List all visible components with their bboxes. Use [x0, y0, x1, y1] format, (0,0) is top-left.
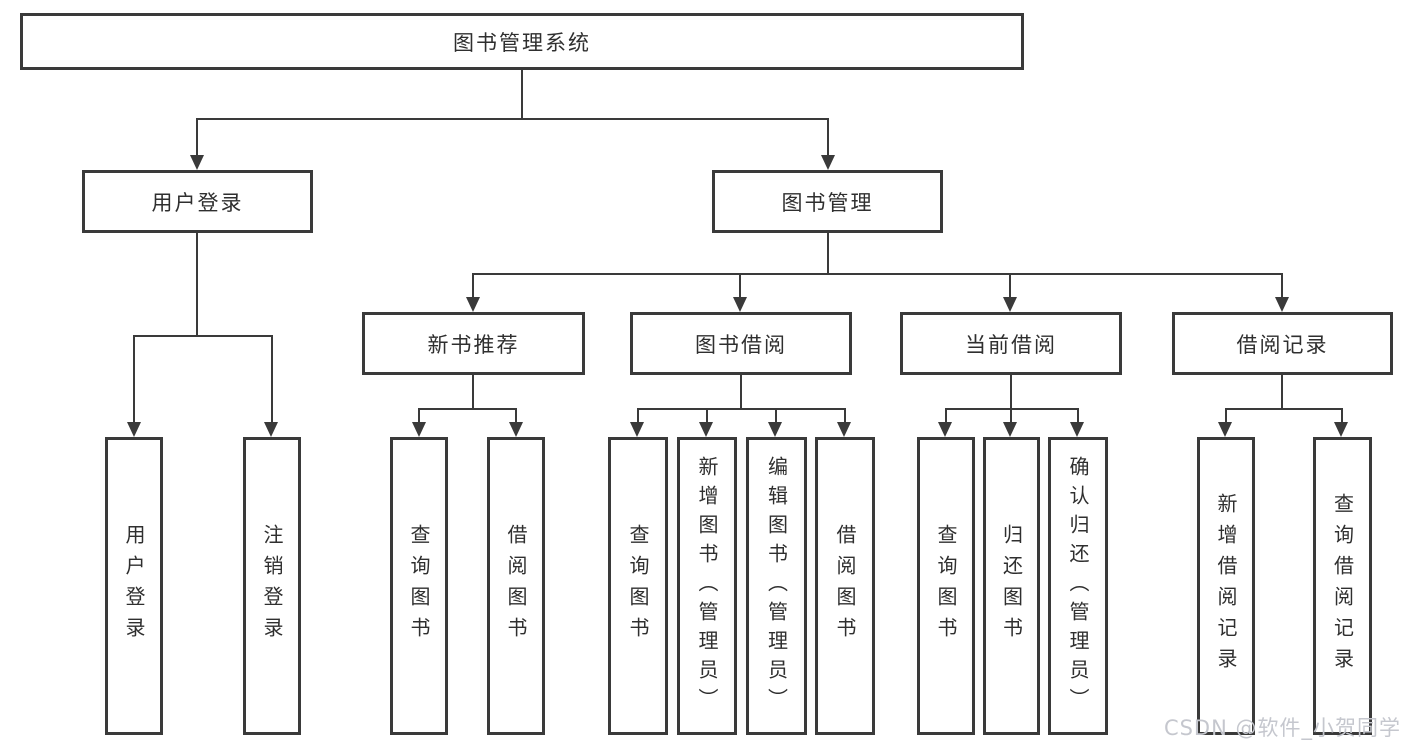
node-label: 图书管理系统	[453, 30, 591, 55]
connector-shaft-new-book	[472, 273, 474, 298]
connector-user-login-bus	[133, 335, 273, 337]
leaf-add-books-admin: 新增图书（管理员）	[677, 437, 737, 735]
connector-shaft-book-management	[827, 118, 829, 156]
node-user-login: 用户登录	[82, 170, 313, 233]
leaf-query-books-current: 查询图书	[917, 437, 975, 735]
connector-book-borrow-bus	[637, 408, 846, 410]
leaf-borrow-books: 借阅图书	[815, 437, 875, 735]
connector-book-management-stem	[827, 233, 829, 273]
connector-root-stem	[521, 70, 523, 118]
leaf-label: 新增图书（管理员）	[695, 455, 719, 717]
leaf-label: 借阅图书	[504, 524, 528, 648]
node-new-book-recommend: 新书推荐	[362, 312, 585, 375]
leaf-confirm-return-admin: 确认归还（管理员）	[1048, 437, 1108, 735]
connector-book-management-bus	[472, 273, 1282, 275]
leaf-label: 新增借阅记录	[1214, 493, 1238, 679]
node-current-borrow: 当前借阅	[900, 312, 1122, 375]
arrowhead	[768, 422, 782, 437]
connector-shaft	[515, 408, 517, 423]
connector-shaft	[1077, 408, 1079, 423]
node-label: 用户登录	[151, 190, 244, 215]
arrowhead	[1070, 422, 1084, 437]
arrowhead	[699, 422, 713, 437]
leaf-label: 借阅图书	[833, 524, 857, 648]
connector-recommend-stem	[472, 375, 474, 408]
connector-shaft-leaf-logout	[271, 335, 273, 423]
arrowhead-user-login	[190, 155, 204, 170]
leaf-label: 查询图书	[407, 524, 431, 648]
node-label: 图书借阅	[695, 332, 787, 357]
leaf-label: 查询借阅记录	[1330, 493, 1355, 679]
arrowhead-leaf-login	[127, 422, 141, 437]
leaf-query-borrow-record: 查询借阅记录	[1313, 437, 1372, 735]
leaf-label: 确认归还（管理员）	[1066, 455, 1090, 717]
connector-records-bus	[1225, 408, 1343, 410]
arrowhead	[1003, 422, 1017, 437]
connector-shaft	[844, 408, 846, 423]
node-borrow-records: 借阅记录	[1172, 312, 1393, 375]
arrowhead	[1218, 422, 1232, 437]
leaf-label: 用户登录	[122, 524, 146, 648]
leaf-query-books-recommend: 查询图书	[390, 437, 448, 735]
node-book-management: 图书管理	[712, 170, 943, 233]
connector-shaft	[706, 408, 708, 423]
connector-shaft-current-borrow	[1009, 273, 1011, 298]
connector-shaft-user-login	[196, 118, 198, 156]
leaf-return-books: 归还图书	[983, 437, 1040, 735]
leaf-label: 编辑图书（管理员）	[764, 455, 789, 717]
connector-records-stem	[1281, 375, 1283, 408]
node-book-borrow: 图书借阅	[630, 312, 852, 375]
connector-shaft-leaf-login	[133, 335, 135, 423]
connector-book-borrow-stem	[740, 375, 742, 408]
node-label: 图书管理	[781, 190, 874, 215]
connector-root-bus	[196, 118, 829, 120]
node-label: 借阅记录	[1236, 332, 1329, 357]
connector-shaft-borrow-records	[1281, 273, 1283, 298]
arrowhead-current-borrow	[1003, 297, 1017, 312]
arrowhead	[837, 422, 851, 437]
arrowhead	[1334, 422, 1348, 437]
leaf-logout: 注销登录	[243, 437, 301, 735]
connector-shaft	[1010, 408, 1012, 423]
connector-shaft	[1341, 408, 1343, 423]
arrowhead	[630, 422, 644, 437]
leaf-borrow-books-recommend: 借阅图书	[487, 437, 545, 735]
arrowhead-leaf-logout	[264, 422, 278, 437]
leaf-label: 归还图书	[999, 524, 1024, 648]
connector-shaft-book-borrow	[739, 273, 741, 298]
leaf-add-borrow-record: 新增借阅记录	[1197, 437, 1255, 735]
node-root-library-system: 图书管理系统	[20, 13, 1024, 70]
leaf-query-books-borrow: 查询图书	[608, 437, 668, 735]
node-label: 新书推荐	[427, 332, 520, 357]
arrowhead-new-book	[466, 297, 480, 312]
arrowhead-book-management	[821, 155, 835, 170]
connector-shaft	[637, 408, 639, 423]
connector-recommend-bus	[418, 408, 517, 410]
connector-shaft	[945, 408, 947, 423]
leaf-label: 查询图书	[934, 524, 958, 648]
connector-shaft	[1225, 408, 1227, 423]
leaf-user-login: 用户登录	[105, 437, 163, 735]
connector-current-borrow-stem	[1010, 375, 1012, 408]
arrowhead-book-borrow	[733, 297, 747, 312]
arrowhead	[509, 422, 523, 437]
leaf-label: 查询图书	[626, 524, 650, 648]
leaf-label: 注销登录	[260, 524, 284, 648]
node-label: 当前借阅	[965, 332, 1057, 357]
arrowhead-borrow-records	[1275, 297, 1289, 312]
connector-user-login-stem	[196, 233, 198, 335]
connector-shaft	[775, 408, 777, 423]
arrowhead	[412, 422, 426, 437]
connector-shaft	[418, 408, 420, 423]
arrowhead	[938, 422, 952, 437]
leaf-edit-books-admin: 编辑图书（管理员）	[746, 437, 807, 735]
